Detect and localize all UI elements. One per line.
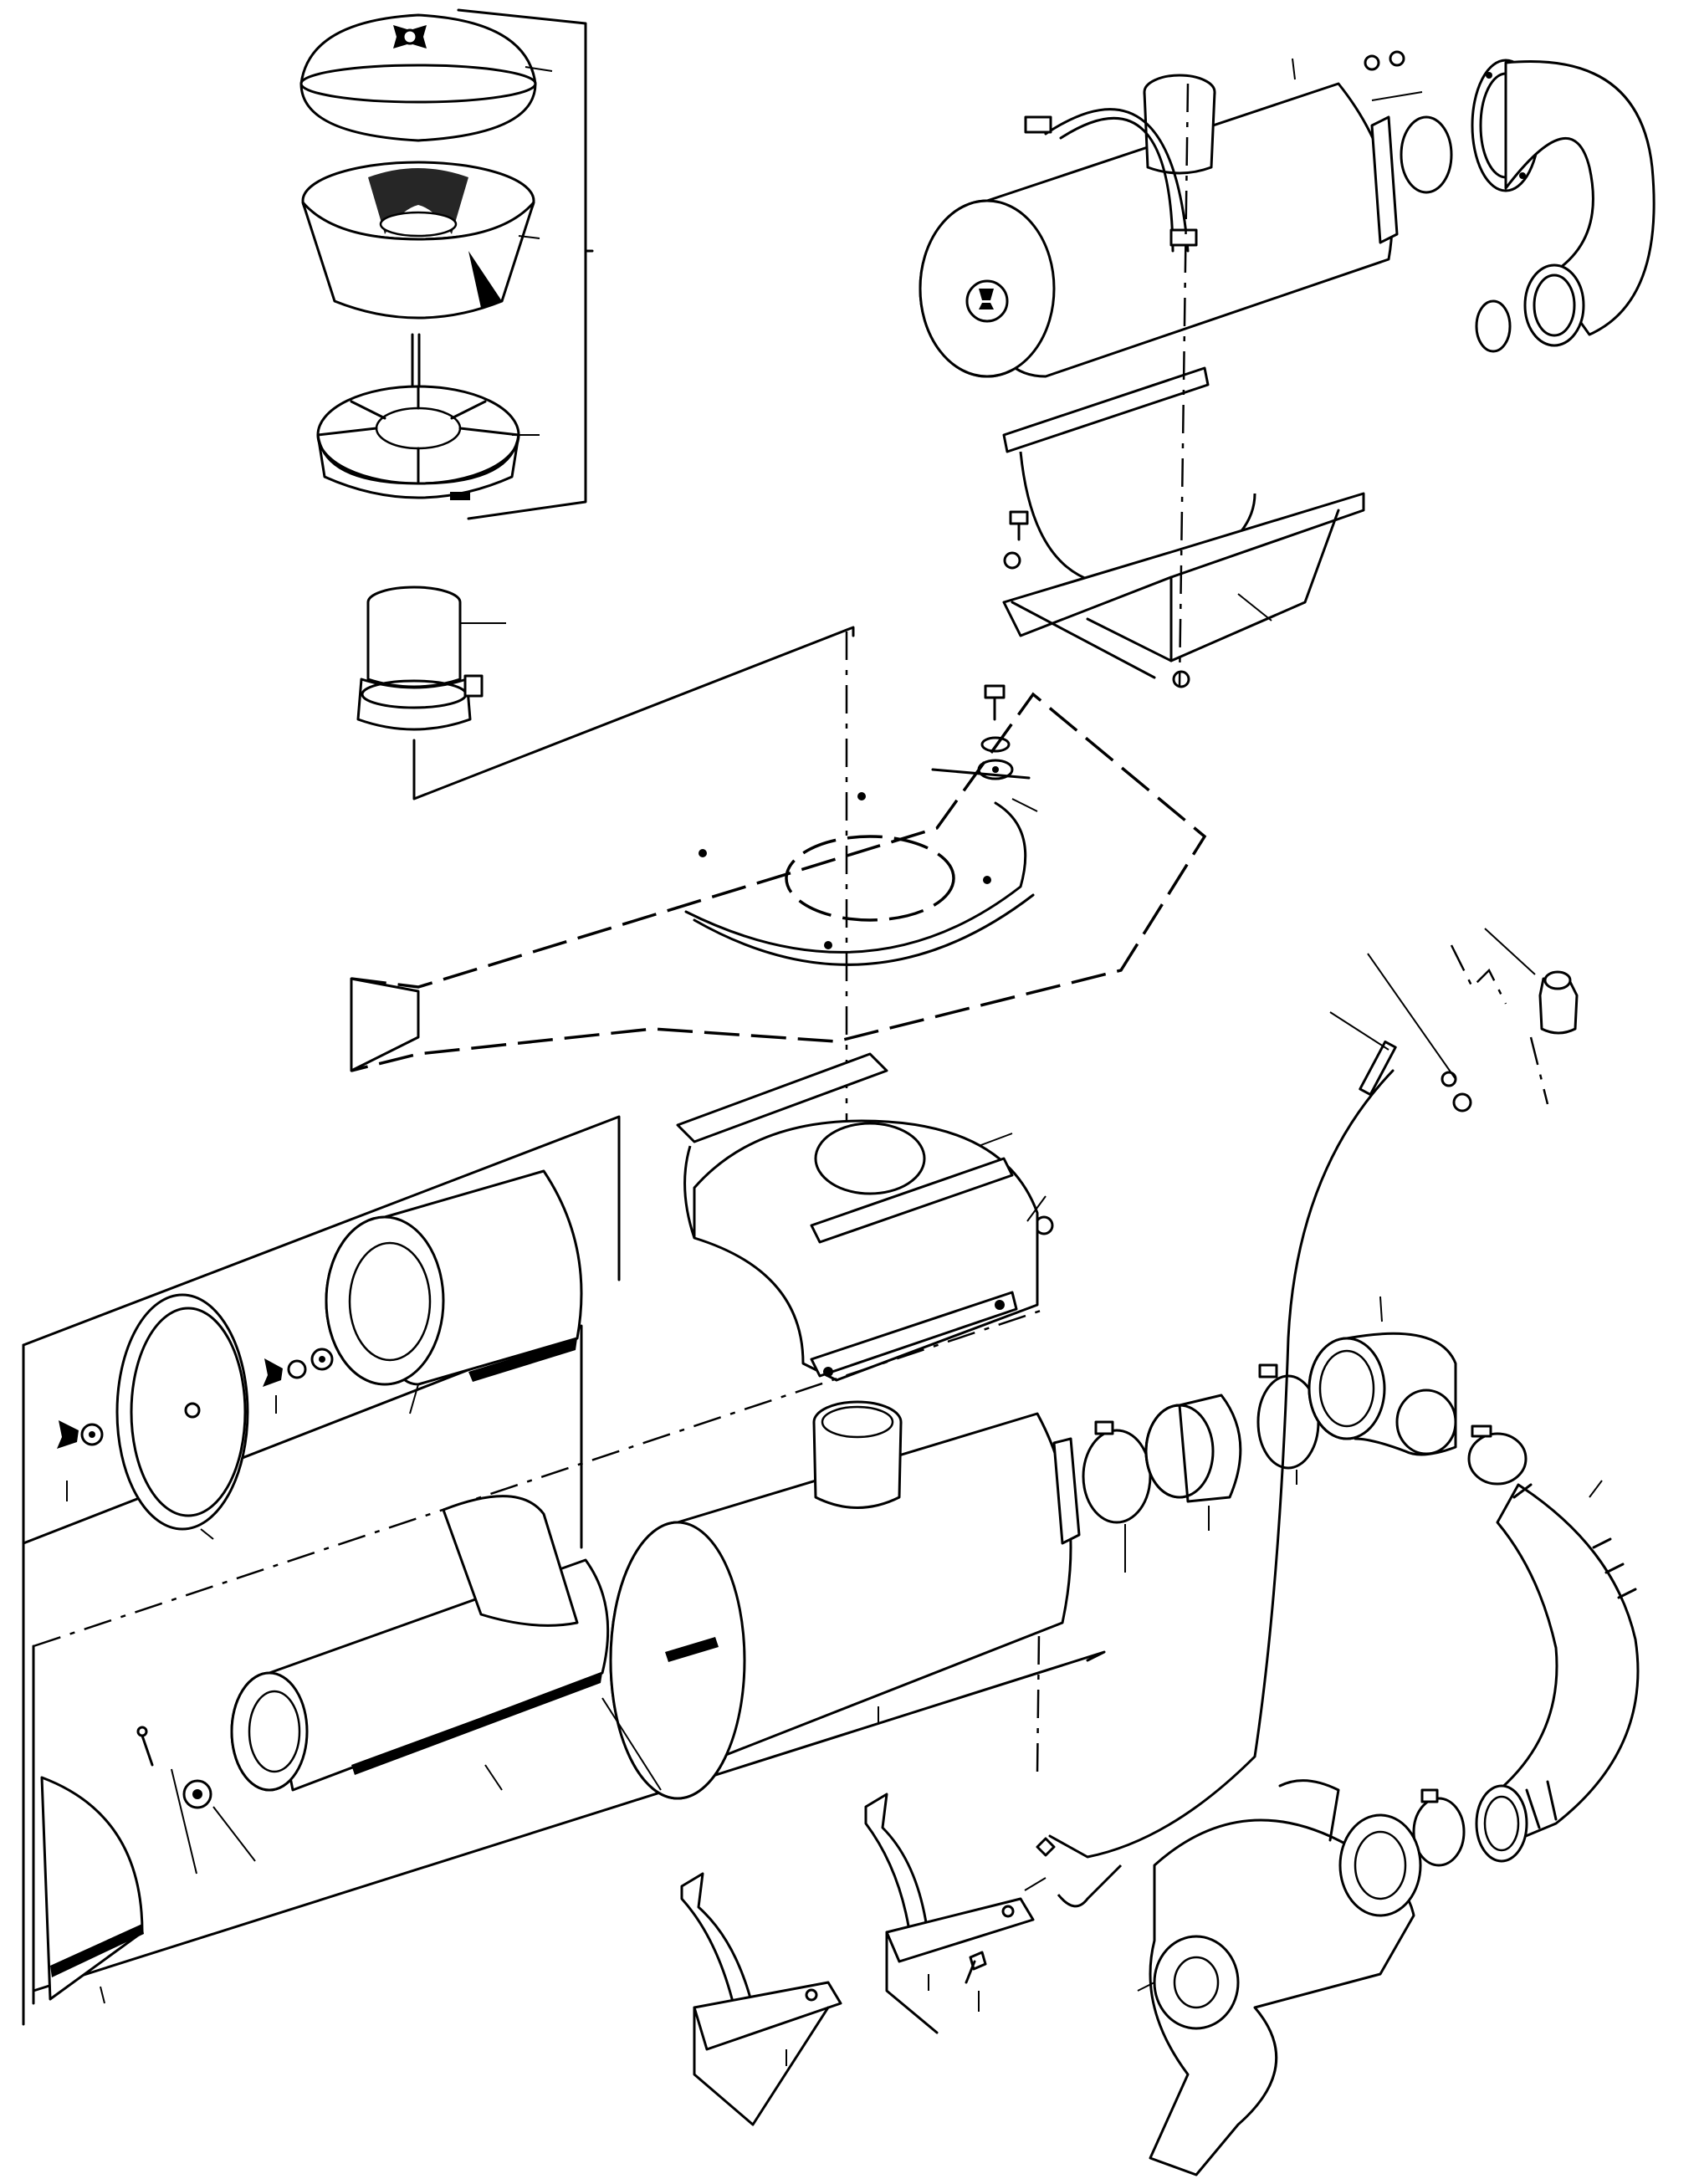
precleaner-assembly (301, 10, 853, 799)
strap-bracket (678, 1054, 1046, 1380)
mounting-bands (682, 1794, 1046, 2125)
precleaner-adapter-tube (358, 587, 482, 729)
end-cover (117, 1295, 248, 1539)
precleaner-bowl (303, 162, 534, 318)
air-cleaner-housing-upper (920, 59, 1397, 376)
restriction-indicator (1037, 928, 1577, 1906)
end-element-cutaway (42, 1777, 144, 2003)
vacuator-valve (138, 1727, 255, 1874)
flexible-hose (1476, 1481, 1638, 1861)
hood-panel (351, 694, 1205, 1071)
rubber-elbow (1309, 1297, 1456, 1455)
turbocharger (1138, 1781, 1420, 2175)
mounting-cradle-upper (1004, 368, 1364, 678)
precleaner-cap (301, 15, 535, 141)
wing-nuts (57, 1349, 332, 1501)
bolts-and-nuts (979, 52, 1471, 1234)
precleaner-vane-base (318, 386, 519, 500)
air-cleaner-housing-lower (443, 1402, 1079, 1798)
elbow-outlet-upper (1372, 60, 1654, 351)
hose-clamps (1083, 1365, 1526, 1865)
safety-filter-element (326, 1171, 581, 1414)
hose-sleeve (1146, 1395, 1241, 1531)
